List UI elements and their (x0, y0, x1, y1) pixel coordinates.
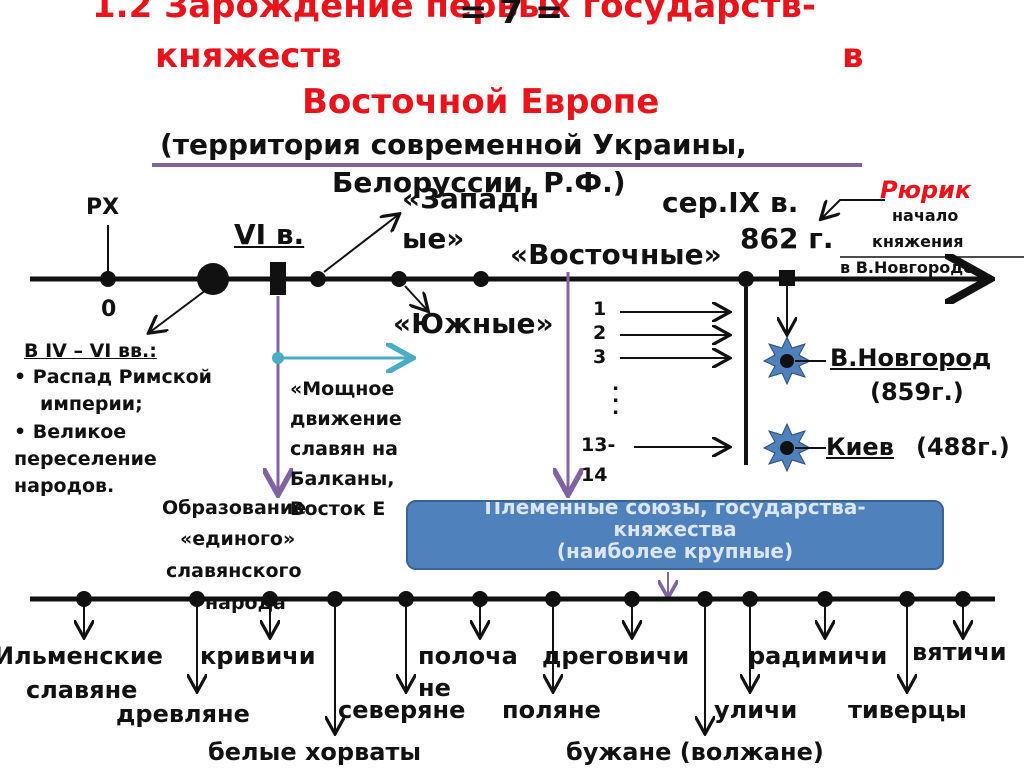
label-southern: «Южные» (393, 307, 554, 340)
tribal-unions-box: Племенные союзы, государства- княжества … (406, 500, 944, 570)
timeline-big-dot (197, 263, 229, 295)
num-14: 14 (581, 464, 608, 486)
note-bullet2-line1: • Великое (14, 421, 127, 443)
note-bullet2-line2: переселение (14, 448, 157, 470)
formation-l4: народа (205, 592, 286, 614)
title-line3: Восточной Европе (302, 82, 660, 122)
subtitle-line1: (территория современной Украины, (160, 128, 747, 161)
note-bullet2-line3: народов. (14, 475, 115, 497)
tribe-radimichi: радимичи (748, 642, 888, 670)
arrow-south (404, 285, 427, 310)
city-kiev-year: (488г.) (916, 433, 1010, 461)
city-novgorod-year: (859г.) (870, 378, 964, 406)
box-line2: княжества (613, 517, 737, 541)
bottom-dots (76, 591, 971, 607)
movement-l2: движение (290, 408, 402, 430)
tribe-tivertsy: тиверцы (848, 696, 967, 724)
bottom-arrows (84, 607, 963, 732)
timeline-dot-west (310, 271, 326, 287)
note-bullet1-line2: империи; (40, 393, 143, 415)
num-dots: . . . (612, 373, 620, 419)
note-bullet1-text: Распад Римской (32, 366, 212, 388)
label-zero: 0 (101, 297, 117, 322)
title-line2-left: княжеств (155, 36, 342, 76)
tribe-ilmen-2: славяне (26, 676, 138, 704)
box-line1: Племенные союзы, государства- (484, 500, 866, 519)
star-kiev-dot (780, 441, 794, 455)
label-western-2: ые» (402, 222, 465, 255)
tribe-polochane-1: полоча (418, 642, 518, 670)
tribe-severyane: северяне (338, 696, 466, 724)
label-eastern: «Восточные» (510, 238, 722, 271)
note-bullet2-text: Великое (32, 421, 127, 443)
arrow-to-left-note (150, 289, 207, 332)
tribe-polochane-2: не (418, 674, 451, 702)
title-line2-right: в (842, 36, 864, 76)
tribe-ilmen-1: Ильменские (0, 642, 163, 670)
label-rx: РХ (86, 195, 120, 220)
title-line1: 1.2 Зарождение первых государств- (92, 0, 817, 26)
rurik-name: Рюрик (880, 176, 972, 204)
city-kiev: Киев (826, 433, 894, 461)
blue-arrow-start (272, 352, 284, 364)
formation-l2: «единого» (180, 528, 296, 550)
tribe-vyatichi: вятичи (912, 638, 1007, 666)
city-novgorod: В.Новгород (830, 344, 992, 372)
formation-l3: славянского (166, 560, 302, 582)
label-vi: VI в. (234, 218, 305, 251)
movement-l5: Восток Е (290, 498, 386, 520)
timeline-dot-ix (738, 271, 754, 287)
tribe-polyane: поляне (502, 696, 601, 724)
note-bullet1-line1: • Распад Римской (14, 366, 212, 388)
rurik-line3: в В.Новгороде (840, 258, 975, 277)
title-overlay: = 7 = (459, 0, 564, 32)
timeline-dot-east (473, 271, 489, 287)
subtitle-line2: Белоруссии, Р.Ф.) (332, 166, 626, 199)
formation-l1: Образование (162, 497, 307, 519)
num-1: 1 (593, 298, 607, 320)
timeline-862-marker (779, 270, 795, 286)
label-western-1: «Западн (402, 182, 540, 215)
tribe-dregovichi: дреговичи (542, 642, 690, 670)
rurik-line2: княжения (872, 232, 964, 251)
timeline-dot-zero (100, 271, 116, 287)
tribe-ulichi: уличи (714, 696, 798, 724)
box-line3: (наиболее крупные) (556, 539, 794, 563)
num-3: 3 (593, 346, 607, 368)
timeline-vi-marker (270, 262, 286, 295)
arrow-west (323, 215, 398, 273)
tribe-buzhane: бужане (волжане) (566, 738, 824, 766)
rurik-pointer (822, 199, 885, 218)
timeline-dot-south (391, 271, 407, 287)
label-862: 862 г. (740, 222, 834, 255)
label-mid-ix: сер.IX в. (662, 186, 799, 219)
num-2: 2 (593, 322, 607, 344)
tribe-drevlyane: древляне (116, 700, 250, 728)
note-heading: В IV – VI вв.: (24, 340, 157, 362)
movement-l4: Балканы, (290, 468, 395, 490)
tribe-belye-horvaty: белые хорваты (208, 738, 422, 766)
movement-l3: славян на (290, 438, 398, 460)
num-13: 13- (581, 434, 616, 456)
rurik-line1: начало (892, 206, 959, 225)
movement-l1: «Мощное (290, 378, 395, 400)
tribe-krivichi: кривичи (200, 642, 316, 670)
star-novgorod-dot (780, 354, 794, 368)
